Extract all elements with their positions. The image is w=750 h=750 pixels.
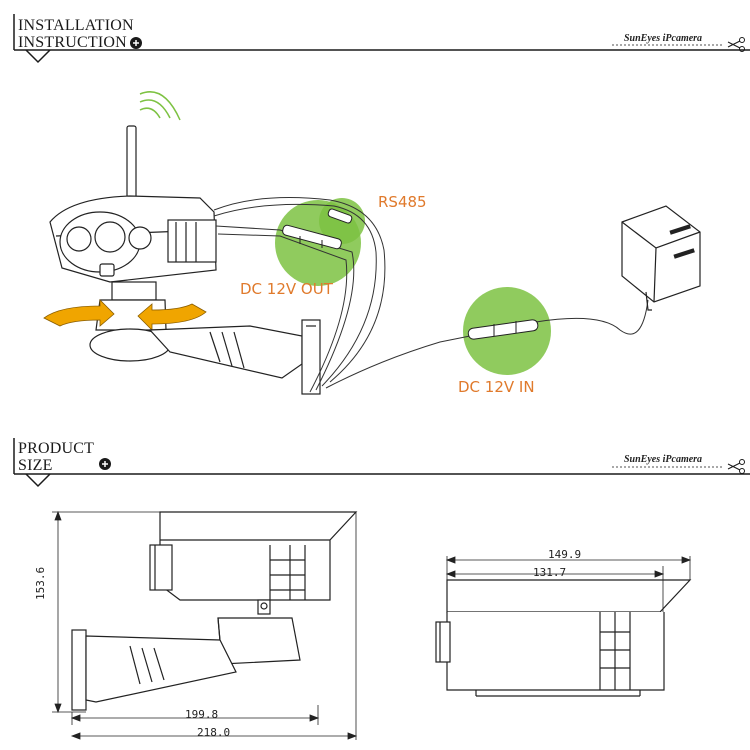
dc-out-label: DC 12V OUT [240, 280, 333, 298]
dimension-width-outer-right: 149.9 [548, 548, 582, 561]
top-view-dimension-lines [445, 556, 692, 612]
product-size-header: PRODUCT SIZE SunEyes iPcamera [0, 430, 750, 490]
installation-title-line1: INSTALLATION [18, 17, 134, 34]
connector-dc-in [467, 319, 539, 340]
scissors-icon [727, 37, 745, 52]
dimension-width-inner-left: 199.8 [185, 708, 219, 721]
camera-antenna [126, 125, 137, 201]
install-camera [49, 195, 217, 362]
product-size-header-frame [13, 438, 750, 488]
installation-header: INSTALLATION INSTRUCTION SunEyes iPcamer… [0, 0, 750, 70]
dc-in-label: DC 12V IN [458, 378, 535, 396]
connector-dc-out [282, 224, 342, 250]
installation-brand: SunEyes iPcamera [624, 33, 703, 44]
product-size-title-line1: PRODUCT [18, 440, 95, 457]
product-size-title-line2: SIZE [18, 457, 53, 474]
connector-rs485 [327, 208, 353, 224]
dimension-height-left: 153.6 [34, 566, 47, 600]
dimension-width-outer-left: 218.0 [197, 726, 231, 739]
top-view-camera [435, 579, 692, 697]
side-view-camera [71, 511, 358, 711]
dimension-width-inner-right: 131.7 [533, 566, 567, 579]
product-size-brand: SunEyes iPcamera [624, 454, 703, 465]
side-view-dimension-lines [52, 510, 358, 740]
rs485-label: RS485 [378, 193, 427, 211]
power-adapter-icon [621, 205, 701, 311]
camera-cables [213, 197, 649, 393]
installation-title-line2: INSTRUCTION [18, 34, 127, 51]
plus-circle-icon [130, 37, 142, 49]
install-bracket [148, 319, 321, 395]
scissors-icon [727, 459, 745, 474]
rotate-arrow-icon [43, 299, 207, 331]
plus-circle-icon [99, 458, 111, 470]
installation-header-frame [13, 14, 750, 64]
wifi-signal-icon [139, 91, 181, 121]
